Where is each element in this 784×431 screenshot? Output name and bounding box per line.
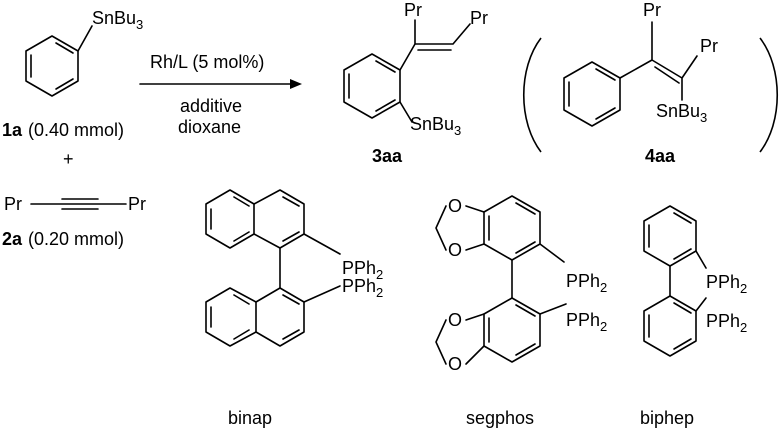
alkyne-pr-left: Pr <box>4 194 22 214</box>
pr-label-4aa-top: Pr <box>643 0 661 20</box>
structure-4aa: Pr Pr SnBu3 <box>563 0 718 127</box>
catalyst-label: Rh/L (5 mol%) <box>150 52 264 72</box>
compound-label-3aa: 3aa <box>372 146 403 166</box>
pph2-label-segphos-upper: PPh2 <box>566 271 607 295</box>
structure-segphos: O O O O PPh2 PPh2 <box>435 195 607 374</box>
sn-label-3aa: SnBu3 <box>410 114 461 138</box>
ligand-name-biphep: biphep <box>640 408 694 428</box>
pph2-label-binap-upper: PPh2 <box>342 258 383 282</box>
o-label-segphos-2: O <box>448 240 462 260</box>
sn-label-1a: SnBu3 <box>92 8 143 32</box>
structure-binap: PPh2 PPh2 <box>205 189 383 347</box>
structure-2a: Pr Pr <box>4 194 146 214</box>
reaction-arrow <box>139 79 302 89</box>
left-parenthesis <box>522 37 542 153</box>
ligand-name-segphos: segphos <box>466 408 534 428</box>
structure-1a: SnBu3 <box>25 8 143 97</box>
o-label-segphos-1: O <box>448 196 462 216</box>
pr-label-3aa-side: Pr <box>470 8 488 28</box>
additive-label: additive <box>180 96 242 116</box>
ligand-name-binap: binap <box>228 408 272 428</box>
o-label-segphos-4: O <box>448 354 462 374</box>
compound-label-2a: 2a(0.20 mmol) <box>2 229 124 249</box>
sn-label-4aa: SnBu3 <box>656 101 707 125</box>
structure-3aa: Pr Pr SnBu3 <box>343 0 488 138</box>
compound-label-4aa: 4aa <box>645 146 676 166</box>
compound-label-1a: 1a(0.40 mmol) <box>2 120 124 140</box>
solvent-label: dioxane <box>178 117 241 137</box>
pr-label-3aa-top: Pr <box>404 0 422 20</box>
right-parenthesis <box>759 37 779 153</box>
pph2-label-biphep-upper: PPh2 <box>706 272 747 296</box>
pr-label-4aa-side: Pr <box>700 36 718 56</box>
o-label-segphos-3: O <box>448 310 462 330</box>
pph2-label-segphos-lower: PPh2 <box>566 310 607 334</box>
structure-biphep: PPh2 PPh2 <box>643 205 747 357</box>
plus-sign: + <box>63 149 74 169</box>
alkyne-pr-right: Pr <box>128 194 146 214</box>
pph2-label-biphep-lower: PPh2 <box>706 311 747 335</box>
pph2-label-binap-lower: PPh2 <box>342 276 383 300</box>
